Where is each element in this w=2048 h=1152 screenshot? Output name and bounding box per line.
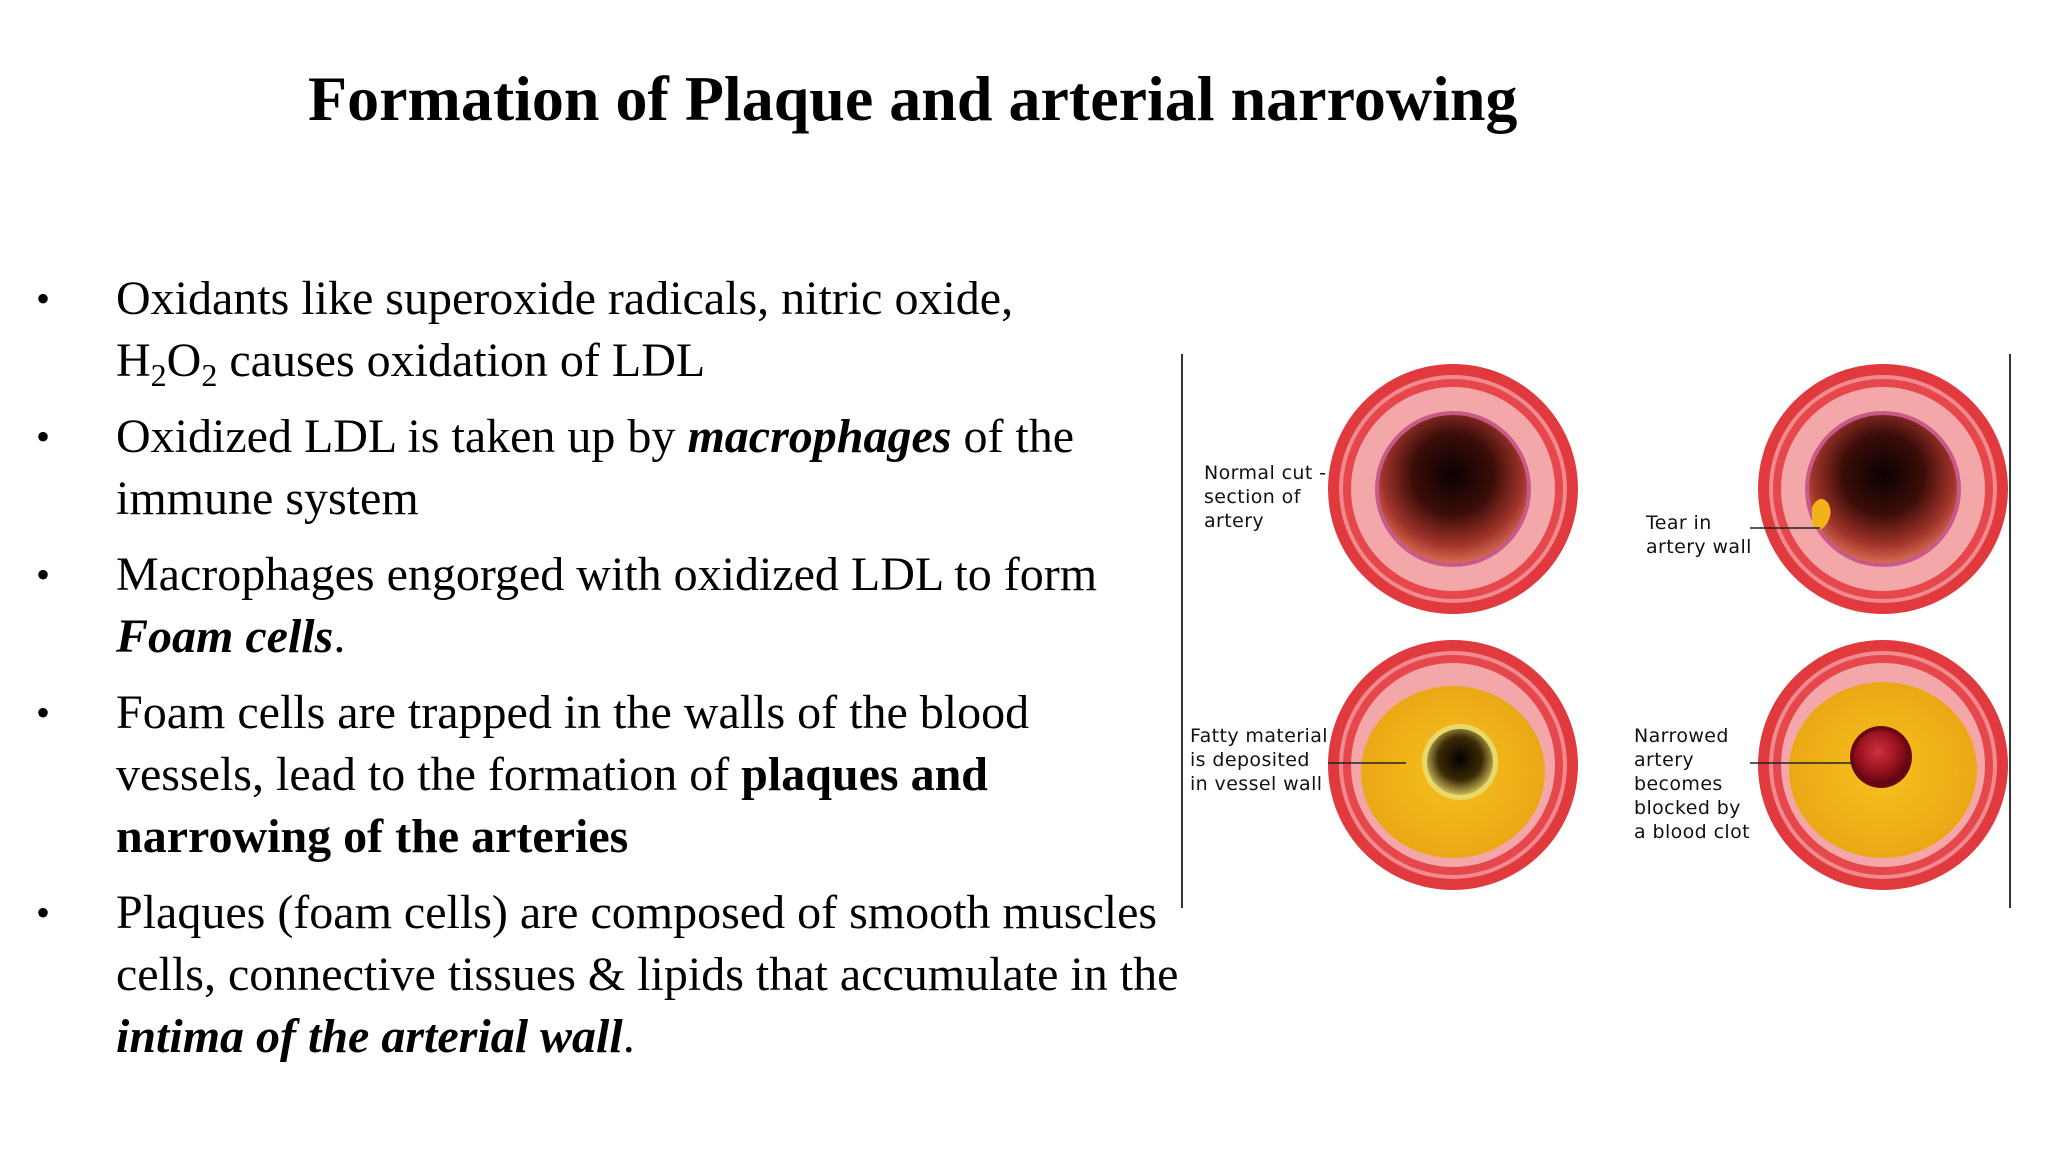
caption-tear: Tear in artery wall [1645,512,1752,558]
subscript-2: 2 [201,357,218,393]
bullet-text: Foam cells are trapped in the walls of t… [116,686,1030,801]
caption-normal: Normal cut - section of artery [1204,462,1333,532]
bullet-text: Plaques (foam cells) are composed of smo… [116,886,1179,1001]
bullet-text: Oxidants like superoxide radicals, nitri… [116,272,1014,325]
bullet-foam-cells: • Macrophages engorged with oxidized LDL… [36,544,1186,668]
bullet-marker: • [36,276,51,321]
bullet-text: Macrophages engorged with oxidized LDL t… [116,548,1098,601]
artery-figure: Normal cut - section of artery Tear in a… [1180,352,2012,908]
emphasis-plaques: plaques and narrowing of the arteries [116,748,988,863]
bullet-text: . [622,1010,635,1063]
bullet-marker: • [36,552,51,597]
subscript-2: 2 [150,357,167,393]
bullet-composition: • Plaques (foam cells) are composed of s… [36,882,1186,1068]
bullet-marker: • [36,890,51,935]
artery-normal [1328,364,1578,614]
bullet-marker: • [36,414,51,459]
bullet-text: causes oxidation of LDL [217,334,706,387]
bullet-text: of the immune system [116,410,1075,525]
artery-tear [1750,364,2008,614]
o-symbol: O [166,334,202,387]
h-symbol: H [116,334,151,387]
bullet-list: • Oxidants like superoxide radicals, nit… [36,268,1186,1082]
bullet-oxidants: • Oxidants like superoxide radicals, nit… [36,268,1186,392]
emphasis-macrophages: macrophages [687,410,952,463]
bullet-marker: • [36,690,51,735]
bullet-text: . [333,610,346,663]
slide-title: Formation of Plaque and arterial narrowi… [308,63,1518,134]
emphasis-foam-cells: Foam cells [116,610,334,663]
bullet-text: Oxidized LDL is taken up by [116,410,688,463]
caption-narrowed: Narrowed artery becomes blocked by a blo… [1634,725,1750,843]
artery-illustration: Normal cut - section of artery Tear in a… [1181,354,2011,908]
artery-narrowed [1750,640,2008,890]
emphasis-intima: intima of the arterial wall [116,1010,623,1063]
tear-deposit [1812,498,1831,530]
artery-fatty [1328,640,1578,890]
caption-fatty: Fatty material is deposited in vessel wa… [1190,725,1334,795]
bullet-macrophages: • Oxidized LDL is taken up by macrophage… [36,406,1186,530]
bullet-trapped: • Foam cells are trapped in the walls of… [36,682,1186,868]
